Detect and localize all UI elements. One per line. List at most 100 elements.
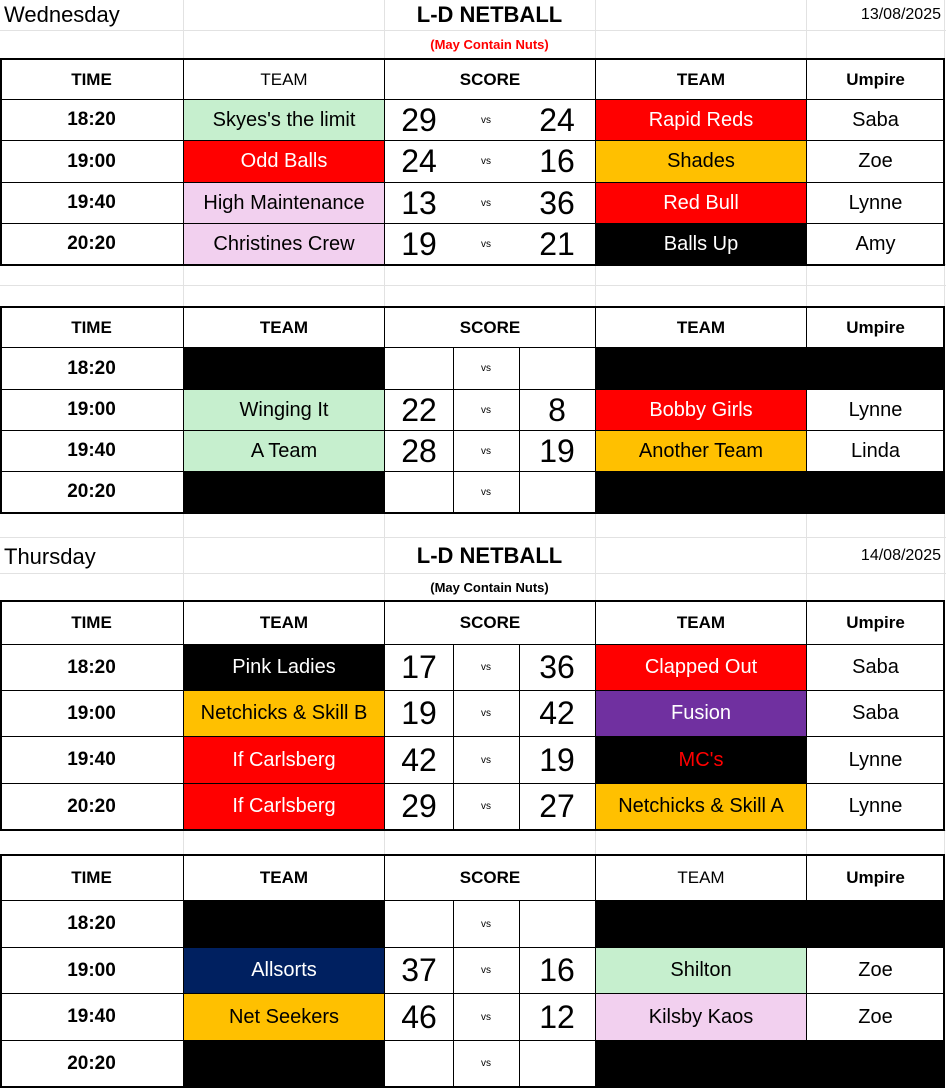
team-fill: [184, 948, 384, 993]
away-score: 19: [539, 741, 575, 778]
vs-label: vs: [481, 918, 491, 930]
team-fill: [596, 224, 806, 264]
away-team: Shades: [667, 150, 735, 172]
away-score: 27: [539, 788, 575, 824]
umpire-name: Zoe: [858, 150, 893, 172]
home-score: 37: [401, 952, 437, 988]
team-fill: [596, 348, 945, 389]
header-time: TIME: [71, 613, 112, 632]
team-fill: [596, 645, 806, 690]
team-fill: [184, 141, 384, 182]
header-umpire: Umpire: [846, 69, 905, 89]
table-border: [0, 306, 945, 514]
col-line: [453, 348, 454, 514]
vs-label: vs: [481, 404, 491, 416]
away-score: 16: [539, 143, 575, 179]
match-time: 19:00: [67, 702, 116, 724]
row-line: [0, 140, 945, 141]
match-time: 20:20: [67, 481, 116, 502]
col-line: [595, 600, 596, 831]
home-score: 29: [401, 788, 437, 824]
away-team: Red Bull: [663, 191, 739, 214]
vs-label: vs: [481, 754, 491, 766]
match-time: 19:40: [67, 749, 116, 770]
away-team: Balls Up: [663, 232, 739, 255]
home-score: 17: [401, 649, 437, 685]
away-score: 19: [539, 432, 575, 469]
header-team: TEAM: [260, 69, 308, 89]
col-line: [519, 901, 520, 1088]
row-line: [0, 644, 945, 645]
umpire-name: Zoe: [858, 959, 893, 981]
team-fill: [184, 390, 384, 430]
gridline: [595, 0, 596, 1088]
home-team: Net Seekers: [228, 1005, 340, 1028]
team-fill: [596, 100, 806, 140]
team-fill: [184, 784, 384, 829]
header-score: SCORE: [459, 613, 521, 632]
vs-label: vs: [481, 197, 491, 209]
header-score: SCORE: [459, 69, 521, 89]
row-line: [0, 430, 945, 431]
col-line: [806, 306, 807, 348]
away-team: Bobby Girls: [649, 398, 753, 421]
row-line: [0, 736, 945, 737]
home-team: Christines Crew: [213, 232, 355, 255]
umpire-name: Amy: [855, 232, 896, 255]
day-label: Thursday: [4, 543, 96, 569]
team-fill: [596, 431, 806, 471]
away-team: Clapped Out: [644, 656, 758, 678]
match-time: 18:20: [67, 109, 116, 130]
header-umpire: Umpire: [846, 613, 905, 632]
col-line: [806, 58, 807, 266]
home-team: Skyes's the limit: [212, 108, 356, 131]
team-fill: [184, 645, 384, 690]
team-fill: [596, 737, 806, 783]
match-time: 20:20: [67, 1052, 116, 1074]
row-line: [0, 947, 945, 948]
umpire-name: Linda: [851, 439, 900, 462]
header-team: TEAM: [676, 69, 726, 89]
col-line: [183, 600, 184, 831]
gridline: [384, 0, 385, 1088]
col-line: [806, 854, 807, 901]
header-time: TIME: [71, 868, 112, 887]
row-line: [0, 471, 945, 472]
team-fill: [596, 948, 806, 993]
header-time: TIME: [71, 317, 112, 337]
team-fill: [596, 390, 806, 430]
col-line: [453, 645, 454, 831]
col-line: [519, 645, 520, 831]
col-line: [595, 854, 596, 1088]
team-fill: [596, 141, 806, 182]
col-line: [183, 306, 184, 514]
date-label: 13/08/2025: [860, 6, 941, 23]
header-umpire: Umpire: [846, 868, 905, 887]
header-team: TEAM: [677, 868, 725, 887]
home-score: 42: [401, 741, 437, 778]
home-score: 19: [401, 225, 437, 262]
row-line: [0, 99, 945, 100]
vs-label: vs: [481, 156, 491, 167]
away-score: 8: [548, 391, 566, 428]
umpire-name: Saba: [852, 656, 899, 678]
team-fill: [184, 431, 384, 471]
subtitle: (May Contain Nuts): [430, 579, 549, 595]
match-time: 20:20: [67, 795, 116, 817]
away-score: 42: [539, 695, 575, 731]
away-team: Netchicks & Skill A: [618, 795, 784, 817]
gridline: [0, 537, 946, 538]
match-time: 19:40: [67, 440, 116, 461]
umpire-name: Zoe: [858, 1005, 893, 1028]
col-line: [806, 389, 807, 471]
col-line: [384, 58, 385, 266]
team-fill: [184, 1041, 384, 1086]
away-score: 12: [539, 998, 575, 1035]
header-team: TEAM: [259, 317, 309, 337]
match-time: 18:20: [67, 913, 116, 934]
home-team: Odd Balls: [240, 150, 328, 172]
vs-label: vs: [481, 801, 491, 812]
umpire-name: Lynne: [848, 191, 903, 214]
header-team: TEAM: [259, 868, 309, 887]
row-line: [0, 347, 945, 348]
